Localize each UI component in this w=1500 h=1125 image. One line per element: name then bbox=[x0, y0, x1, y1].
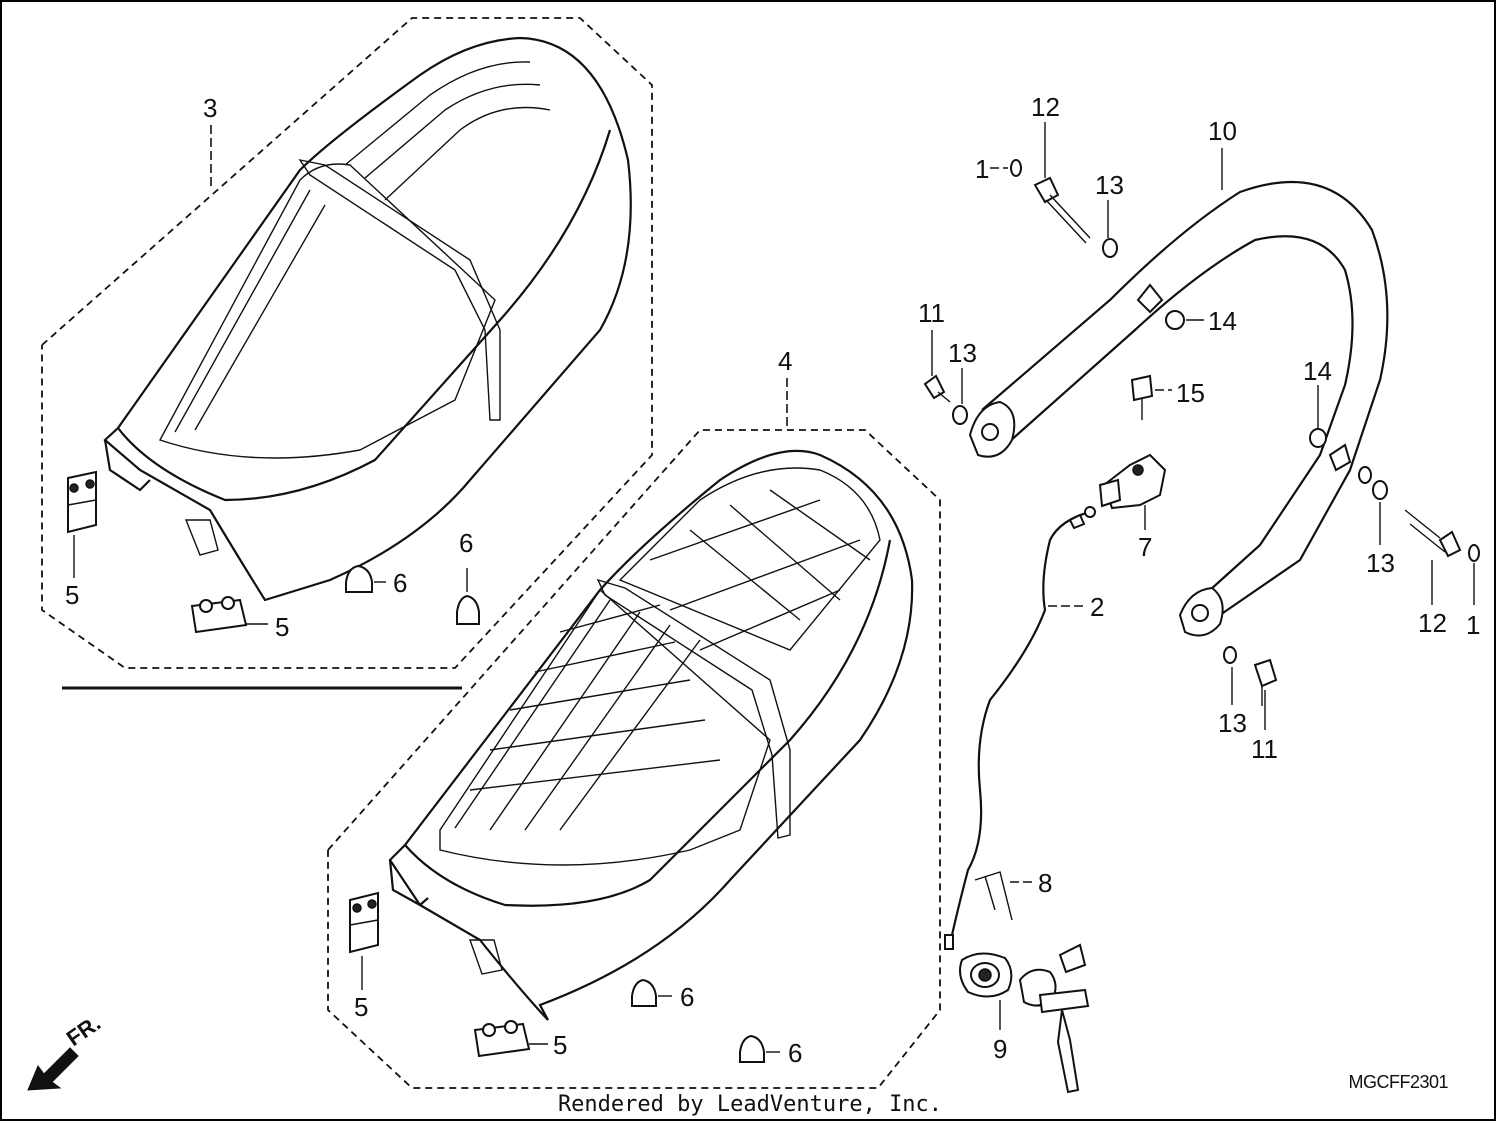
group-boundary-seat-3 bbox=[41, 17, 653, 669]
render-credit: Rendered by LeadVenture, Inc. bbox=[557, 1092, 943, 1117]
callout-1-a: 1 bbox=[975, 154, 989, 184]
callout-13-a: 13 bbox=[1095, 170, 1124, 200]
part-13-washer-d bbox=[1223, 646, 1237, 705]
part-11-bolt-b bbox=[1253, 658, 1278, 730]
part-2-seat-lock-cable bbox=[944, 506, 1096, 950]
part-6-nut-c bbox=[631, 978, 672, 1007]
callout-12-a: 12 bbox=[1031, 92, 1060, 122]
part-13-washer-a bbox=[1102, 200, 1118, 258]
callout-5-a: 5 bbox=[65, 580, 79, 610]
part-6-nut-a bbox=[345, 564, 386, 593]
callout-6-c: 6 bbox=[680, 982, 694, 1012]
callout-6-b: 6 bbox=[459, 528, 473, 558]
callout-12-b: 12 bbox=[1418, 608, 1447, 638]
callout-11-b: 11 bbox=[1251, 734, 1278, 764]
part-1-washer-b bbox=[1468, 544, 1480, 605]
part-13-washer-b bbox=[952, 368, 968, 425]
part-1-washer-a bbox=[990, 159, 1022, 177]
callout-8: 8 bbox=[1038, 868, 1052, 898]
part-11-bolt-a bbox=[923, 330, 951, 403]
grab-rail-10 bbox=[968, 148, 1389, 637]
callout-3: 3 bbox=[203, 93, 217, 123]
part-5-bracket-c bbox=[349, 891, 379, 990]
callout-15: 15 bbox=[1176, 378, 1205, 408]
callout-1-b: 1 bbox=[1466, 610, 1480, 640]
front-direction-arrow bbox=[27, 1047, 79, 1091]
callout-6-a: 6 bbox=[393, 568, 407, 598]
callout-13-b: 13 bbox=[948, 338, 977, 368]
part-14-nut-a bbox=[1165, 310, 1204, 330]
part-5-bracket-d bbox=[473, 1020, 548, 1058]
part-6-nut-d bbox=[739, 1034, 780, 1063]
part-6-nut-b bbox=[456, 568, 480, 625]
callout-9: 9 bbox=[993, 1034, 1007, 1064]
part-9-key-lock-set bbox=[959, 943, 1090, 1094]
callout-5-b: 5 bbox=[275, 612, 289, 642]
callout-14-b: 14 bbox=[1303, 356, 1332, 386]
group-boundary-seat-4 bbox=[327, 429, 941, 1089]
callout-14-a: 14 bbox=[1208, 306, 1237, 336]
diagram-code: MGCFF2301 bbox=[1348, 1072, 1448, 1092]
callout-13-c: 13 bbox=[1366, 548, 1395, 578]
callout-5-c: 5 bbox=[354, 992, 368, 1022]
part-8-clip bbox=[974, 871, 1032, 921]
part-7-seat-lock bbox=[1098, 453, 1167, 530]
part-5-bracket-b bbox=[190, 596, 268, 634]
part-5-bracket-a bbox=[67, 470, 97, 534]
seat-assembly-3 bbox=[103, 36, 632, 602]
part-12-bolt-a bbox=[1033, 122, 1091, 244]
part-15-bolt bbox=[1130, 374, 1172, 420]
callout-11-a: 11 bbox=[918, 298, 945, 328]
part-12-bolt-b bbox=[1404, 509, 1462, 605]
callout-2: 2 bbox=[1090, 592, 1104, 622]
callout-13-d: 13 bbox=[1218, 708, 1247, 738]
seat-assembly-4 bbox=[388, 449, 914, 1021]
callout-6-d: 6 bbox=[788, 1038, 802, 1068]
callout-4: 4 bbox=[778, 346, 792, 376]
part-14-nut-b bbox=[1309, 385, 1327, 448]
callout-5-d: 5 bbox=[553, 1030, 567, 1060]
part-13-washer-c bbox=[1358, 466, 1388, 545]
callout-7: 7 bbox=[1138, 532, 1152, 562]
callout-10: 10 bbox=[1208, 116, 1237, 146]
